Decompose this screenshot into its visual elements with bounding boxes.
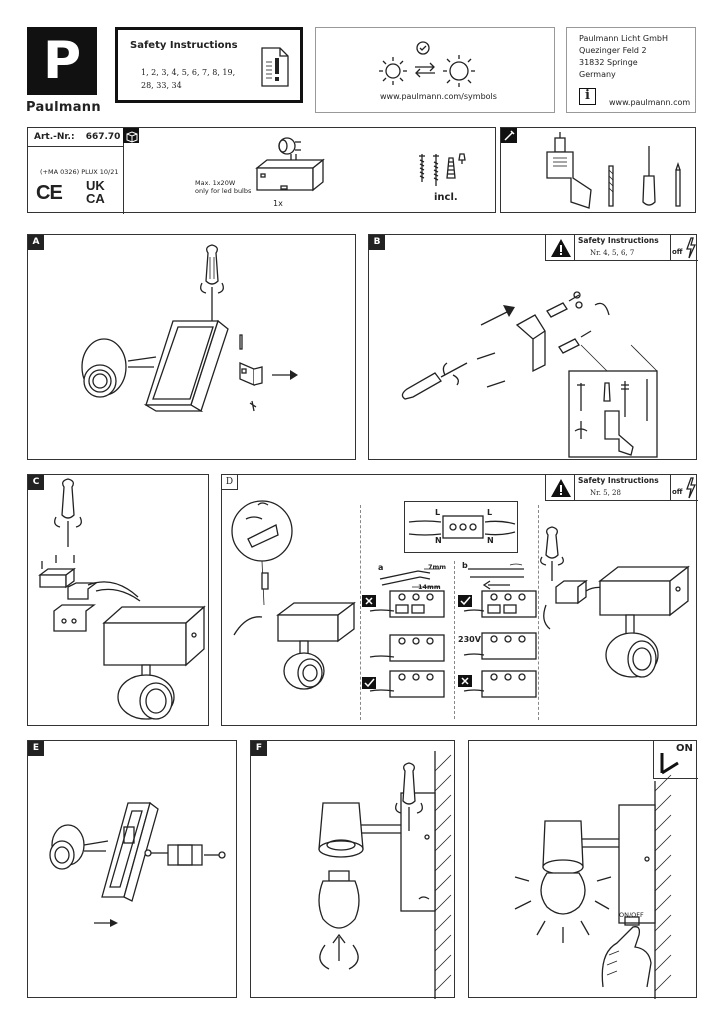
safety-instructions-box: Safety Instructions 1, 2, 3, 4, 5, 6, 7,… — [115, 27, 303, 103]
company-city: 31832 Springe — [579, 58, 638, 67]
company-url[interactable]: www.paulmann.com — [609, 98, 691, 107]
safety-badge-numbers: Nr. 4, 5, 6, 7 — [590, 249, 635, 257]
safety-badge-d: Safety Instructions Nr. 5, 28 off — [545, 475, 698, 501]
ce-mark: CE — [36, 182, 63, 204]
step-label-a: A — [28, 235, 44, 250]
wire-label-l-right: L — [487, 508, 493, 517]
tools-strip — [500, 127, 696, 213]
package-icon — [123, 128, 139, 143]
document-warning-icon — [261, 47, 289, 87]
drill-icon — [546, 132, 592, 209]
company-box: Paulmann Licht GmbH Quezinger Feld 2 318… — [566, 27, 696, 113]
safety-numbers-2: 28, 33, 34 — [141, 81, 182, 90]
company-street: Quezinger Feld 2 — [579, 46, 647, 55]
company-name: Paulmann Licht GmbH — [579, 34, 668, 43]
illustration-mount-bracket — [401, 291, 658, 458]
spotlight-product-illustration — [255, 137, 325, 192]
safety-badge-title: Safety Instructions — [578, 236, 659, 245]
drill-bit-icon — [608, 165, 614, 207]
on-off-label: ON/OFF — [619, 911, 644, 919]
divider — [670, 235, 671, 261]
sun-brightness-icon — [379, 57, 407, 85]
on-label: ON — [676, 743, 693, 754]
pencil-icon — [675, 161, 681, 207]
warning-triangle-icon — [551, 479, 571, 497]
included-label: incl. — [434, 192, 458, 203]
lightning-icon — [686, 477, 697, 499]
power-off-label: off — [672, 488, 683, 496]
wire-label-n-right: N — [487, 536, 494, 545]
screws-dowels-icon — [419, 153, 466, 186]
illustration-mount-fixture — [49, 801, 226, 927]
option-a-label: a — [378, 563, 384, 572]
step-panel-c: C — [27, 474, 209, 726]
strip-length-7mm: 7mm — [428, 563, 447, 571]
step-label-b: B — [369, 235, 385, 250]
step-panel-b: B Safety Instructions Nr. 4, 5, 6, 7 off — [368, 234, 698, 460]
power-off-label: off — [672, 248, 683, 256]
terminal-diagram: L N L N — [404, 501, 518, 553]
illustration-insert-bulb — [318, 751, 452, 999]
sun-bright-icon — [443, 55, 475, 87]
step-panel-on: ON ON/OFF — [468, 740, 698, 999]
ukca-bottom: CA — [86, 191, 105, 206]
paulmann-logo: P — [27, 27, 97, 97]
screwdriver-icon — [642, 146, 656, 206]
wire-label-n-left: N — [435, 536, 442, 545]
article-label: Art.-Nr.: — [34, 132, 75, 142]
quantity-label: 1x — [273, 199, 283, 208]
illustration-wiring-options — [362, 563, 537, 698]
article-row: Art.-Nr.: 667.70 — [34, 132, 120, 142]
info-icon: i — [579, 88, 596, 105]
brand-name: Paulmann — [26, 100, 101, 115]
swap-arrows-icon — [415, 62, 435, 78]
illustration-switch-on — [514, 774, 672, 999]
product-info-strip: Art.-Nr.: 667.70 (+MA 0326) PLUX 10/21 C… — [27, 127, 496, 214]
illustration-terminal-block — [38, 478, 206, 720]
step-panel-a: A — [27, 234, 356, 460]
wire-label-l-left: L — [435, 508, 441, 517]
divider — [574, 475, 575, 501]
divider — [574, 235, 575, 261]
divider — [670, 475, 671, 501]
illustration-wiring-right — [540, 526, 690, 678]
regulation-code: (+MA 0326) PLUX 10/21 — [40, 168, 119, 176]
voltage-label: 230V~ — [458, 635, 488, 644]
step-panel-f: F — [250, 740, 455, 999]
safety-numbers-1: 1, 2, 3, 4, 5, 6, 7, 8, 19, — [141, 68, 236, 77]
safety-badge-numbers: Nr. 5, 28 — [590, 489, 621, 497]
divider — [538, 505, 539, 720]
divider — [28, 146, 123, 147]
on-badge: ON — [653, 741, 698, 779]
ukca-mark: UK CA — [86, 179, 105, 205]
divider — [454, 561, 455, 719]
step-label-f: F — [251, 741, 267, 756]
symbols-url[interactable]: www.paulmann.com/symbols — [380, 92, 497, 101]
step-panel-e: E — [27, 740, 237, 998]
bulb-note-2: only for led bulbs — [195, 187, 252, 195]
switch-on-icon — [660, 753, 679, 775]
safety-badge-b: Safety Instructions Nr. 4, 5, 6, 7 off — [545, 235, 698, 261]
tools-icon — [501, 128, 517, 143]
divider — [123, 128, 124, 214]
illustration-wiring-left — [231, 500, 356, 690]
step-panel-d: D Safety Instructions Nr. 5, 28 off — [221, 474, 698, 726]
step-label-d: D — [222, 475, 238, 490]
option-b-label: b — [462, 561, 468, 570]
logo-mark: P — [27, 27, 97, 95]
check-circle-icon — [416, 41, 430, 55]
divider — [360, 505, 361, 720]
illustration-disassemble-bracket — [81, 244, 298, 412]
step-label-c: C — [28, 475, 44, 490]
step-label-e: E — [28, 741, 44, 756]
warning-triangle-icon — [551, 239, 571, 257]
symbols-box: www.paulmann.com/symbols — [315, 27, 555, 113]
bulb-note-1: Max. 1x20W — [195, 179, 236, 187]
lightning-icon — [686, 237, 697, 259]
ukca-top: UK — [86, 178, 105, 193]
company-country: Germany — [579, 70, 616, 79]
safety-badge-title: Safety Instructions — [578, 476, 659, 485]
article-number: 667.70 — [85, 132, 121, 142]
safety-title: Safety Instructions — [130, 40, 238, 51]
